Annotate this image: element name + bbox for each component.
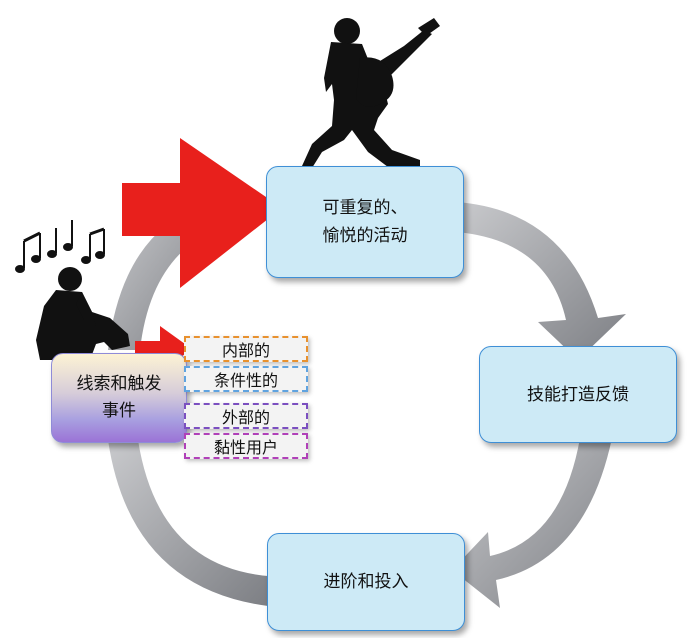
node-skill-feedback: 技能打造反馈 — [479, 346, 677, 443]
trigger-arrow-small — [135, 326, 192, 372]
node-top-line2: 愉悦的活动 — [322, 226, 408, 246]
node-cues-triggers: 线索和触发 事件 — [51, 353, 187, 443]
tag-conditional: 条件性的 — [184, 366, 308, 392]
tag-external: 外部的 — [184, 403, 308, 429]
node-right-label: 技能打造反馈 — [527, 384, 629, 405]
tag-sticky-users: 黏性用户 — [184, 433, 308, 459]
node-progression-investment: 进阶和投入 — [267, 533, 465, 631]
cycle-arrow-top-right — [456, 202, 626, 360]
node-bottom-label: 进阶和投入 — [323, 572, 409, 592]
node-repeatable-activity: 可重复的、 愉悦的活动 — [266, 166, 464, 278]
cycle-arrow-bottom-left — [108, 440, 268, 606]
tag-internal: 内部的 — [184, 336, 308, 362]
trigger-arrow-large — [122, 138, 282, 288]
thinking-man-silhouette-icon — [36, 267, 130, 360]
guitarist-silhouette-icon — [302, 18, 440, 172]
node-top-line1: 可重复的、 — [322, 198, 408, 218]
cycle-arrow-right-bottom — [452, 438, 612, 608]
music-notes-icon — [15, 220, 105, 273]
node-left-line2: 事件 — [102, 401, 136, 421]
node-left-line1: 线索和触发 — [76, 374, 162, 394]
